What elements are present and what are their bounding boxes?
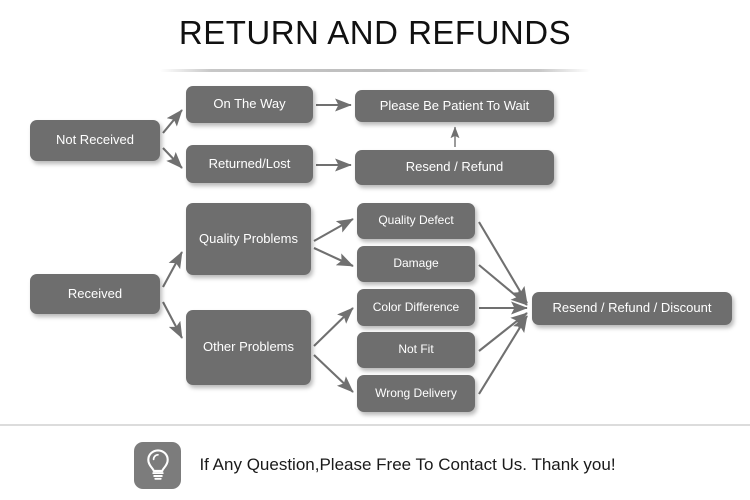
- edge-not-received-returned-lost: [162, 147, 183, 169]
- footer-message: If Any Question,Please Free To Contact U…: [199, 455, 616, 474]
- footer-divider: [0, 424, 750, 426]
- footer-bar: If Any Question,Please Free To Contact U…: [0, 432, 750, 498]
- edge-received-other-problems: [162, 301, 183, 339]
- edge-quality-defect-final: [478, 221, 528, 304]
- edge-wrong-delivery-final: [478, 315, 528, 395]
- node-damage: Damage: [357, 246, 475, 282]
- edge-damage-final: [478, 264, 528, 306]
- edge-other-problems-color-difference: [313, 307, 354, 347]
- node-resend-refund: Resend / Refund: [355, 150, 554, 185]
- title-divider: [160, 69, 590, 72]
- edge-other-problems-wrong-delivery: [313, 354, 354, 393]
- node-please-be-patient: Please Be Patient To Wait: [355, 90, 554, 122]
- edge-quality-problems-quality-defect: [313, 218, 354, 242]
- edge-not-fit-final: [478, 312, 528, 352]
- node-quality-problems: Quality Problems: [186, 203, 311, 275]
- node-quality-defect: Quality Defect: [357, 203, 475, 239]
- node-not-fit: Not Fit: [357, 332, 475, 368]
- lightbulb-icon: [134, 441, 182, 489]
- node-other-problems: Other Problems: [186, 310, 311, 385]
- node-on-the-way: On The Way: [186, 86, 313, 123]
- node-wrong-delivery: Wrong Delivery: [357, 375, 475, 412]
- node-returned-lost: Returned/Lost: [186, 145, 313, 183]
- node-not-received: Not Received: [30, 120, 160, 161]
- edge-received-quality-problems: [162, 251, 183, 288]
- edge-quality-problems-damage: [313, 247, 354, 267]
- node-received: Received: [30, 274, 160, 314]
- node-resend-refund-discount: Resend / Refund / Discount: [532, 292, 732, 325]
- node-color-difference: Color Difference: [357, 289, 475, 326]
- page-title: RETURN AND REFUNDS: [178, 14, 572, 51]
- edge-not-received-on-the-way: [162, 109, 183, 134]
